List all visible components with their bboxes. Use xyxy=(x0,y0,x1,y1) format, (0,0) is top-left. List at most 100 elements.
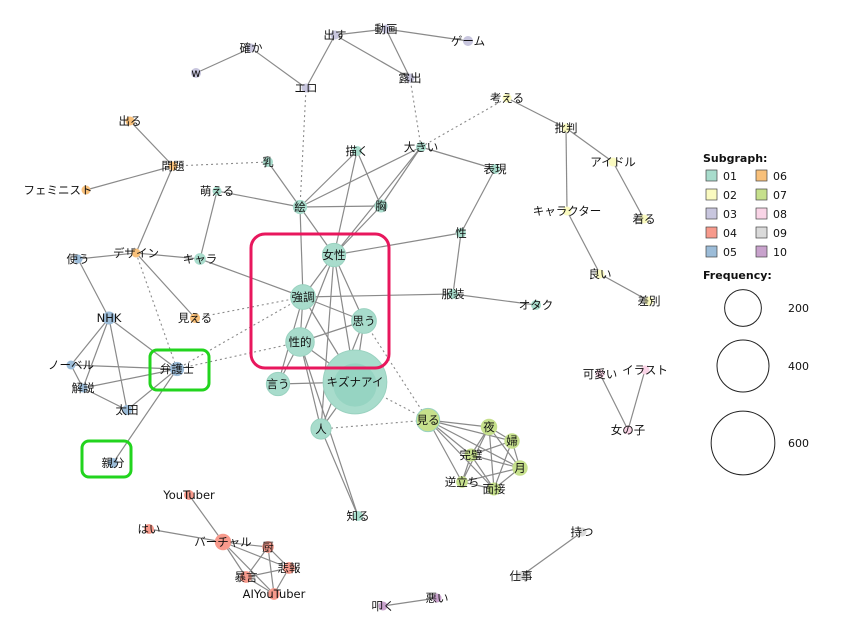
node-label-tataku: 叩く xyxy=(372,599,395,613)
node-onnanoko: 女の子 xyxy=(611,423,646,437)
node-circle-hai xyxy=(143,523,155,535)
legend-label-03: 03 xyxy=(723,208,737,221)
node-label-mondai: 問題 xyxy=(162,159,185,173)
edge-josei-kaku xyxy=(333,150,358,256)
node-circle-yoru xyxy=(480,418,498,436)
node-circle-aiyoutuber xyxy=(268,588,280,600)
node-circle-w xyxy=(190,67,202,79)
edge-tsuki-gyakudachi xyxy=(461,467,521,483)
node-circle-seiteki xyxy=(285,327,315,357)
node-label-sei: 性 xyxy=(455,226,467,240)
edge-okii-hyogen xyxy=(420,146,496,170)
node-circle-miru xyxy=(415,407,441,433)
edge-josei-sei xyxy=(333,232,462,256)
node-kawaii: 可愛い xyxy=(583,367,618,381)
node-game: ゲーム xyxy=(451,34,485,48)
node-label-mensetsu: 面接 xyxy=(483,482,506,496)
edge-yoi-sabetsu xyxy=(599,273,650,302)
node-label-idol: アイドル xyxy=(590,155,635,169)
edge-youtuber-virtual xyxy=(188,494,224,543)
edge-hito-shiru xyxy=(320,428,359,517)
edge-mondai-design xyxy=(135,165,174,254)
edge-kyocho-e xyxy=(299,206,304,298)
node-label-tsukasa: 厨 xyxy=(262,540,274,554)
node-shiru: 知る xyxy=(347,509,370,523)
node-label-okii: 大きい xyxy=(404,140,439,154)
node-circle-tsukasa xyxy=(262,541,274,553)
legend-swatch-06 xyxy=(755,169,768,182)
edge-e-okii xyxy=(299,146,422,208)
legend-label-08: 08 xyxy=(773,208,787,221)
edge-ero-tashika xyxy=(250,47,307,89)
node-tsukau: 使う xyxy=(67,252,90,266)
node-circle-ota xyxy=(121,404,133,416)
legend-freq-label-200: 200 xyxy=(788,302,809,315)
node-label-omou: 思う xyxy=(353,314,376,328)
edge-doga-game xyxy=(385,28,469,42)
node-kizuna: キズナアイ xyxy=(322,349,388,415)
node-circle-sei xyxy=(455,227,467,239)
edge-kyara-moeru xyxy=(199,190,218,260)
node-circle-chichi xyxy=(262,156,274,168)
edge-nhk-ota xyxy=(108,317,128,411)
legend-freq-circle-200 xyxy=(724,289,762,327)
legend-label-10: 10 xyxy=(773,246,787,259)
node-label-seiteki: 性的 xyxy=(289,335,312,349)
node-label-warui: 悪い xyxy=(426,591,449,605)
edge-motsu-shigoto xyxy=(520,531,583,577)
node-label-josei: 女性 xyxy=(323,248,346,262)
node-tsuki: 月 xyxy=(512,460,528,476)
node-circle-roshutsu xyxy=(405,73,415,83)
node-circle-hiho xyxy=(283,562,295,574)
edge-chichi-mondai xyxy=(172,161,269,167)
node-label-sabetsu: 差別 xyxy=(638,294,661,308)
node-idol: アイドル xyxy=(590,155,635,169)
edge-kangaeru-hihan xyxy=(506,97,567,129)
legend-swatch-09 xyxy=(755,226,768,239)
node-bengoshi: 弁護士 xyxy=(160,361,194,377)
edge-miru-tsuma xyxy=(427,419,513,442)
node-virtual: バーチャル xyxy=(194,533,252,551)
edge-fukuso-otaku xyxy=(452,293,537,306)
edge-okii-mune xyxy=(380,146,422,207)
edge-dasu-roshutsu xyxy=(334,34,411,79)
edge-design-mieru xyxy=(135,252,196,319)
node-label-e: 絵 xyxy=(294,200,306,214)
edge-kaisetsu-ota xyxy=(82,387,128,411)
legend-label-09: 09 xyxy=(773,227,787,240)
node-tashika: 確か xyxy=(240,41,263,55)
node-label-character: キャラクター xyxy=(533,204,602,218)
node-label-otaku: オタク xyxy=(519,298,554,312)
edge-dasu-ero xyxy=(305,34,336,89)
edge-e-chichi xyxy=(267,161,301,208)
node-circle-tataku xyxy=(378,601,388,611)
node-label-deru: 出る xyxy=(119,114,142,128)
node-circle-illust xyxy=(640,365,650,375)
edge-hito-miru xyxy=(320,419,429,430)
node-circle-mondai xyxy=(168,161,178,171)
node-label-fukuso: 服装 xyxy=(442,287,465,301)
edge-nhk-nobel xyxy=(70,317,110,366)
node-circle-character xyxy=(562,206,572,216)
node-label-kawaii: 可愛い xyxy=(583,367,618,381)
legend-label-05: 05 xyxy=(723,246,737,259)
node-circle-kyocho xyxy=(290,284,316,310)
highlight-box-bengoshi xyxy=(148,348,211,392)
node-mune: 胸 xyxy=(374,199,388,213)
legend-swatch-05 xyxy=(705,245,718,258)
node-circle-bengoshi xyxy=(169,361,185,377)
node-circle-feminist xyxy=(81,185,91,195)
node-label-hai: はい xyxy=(138,522,161,536)
legend-swatch-02 xyxy=(705,188,718,201)
node-label-oyabun: 親分 xyxy=(102,456,125,470)
node-hiho: 悲報 xyxy=(278,561,301,575)
legend-swatch-10 xyxy=(755,245,768,258)
node-label-aiyoutuber: AIYouTuber xyxy=(243,587,306,601)
node-kanpeki: 完璧 xyxy=(460,448,483,462)
edge-virtual-hiho xyxy=(222,541,290,569)
node-label-roshutsu: 露出 xyxy=(399,71,422,85)
node-label-tsukau: 使う xyxy=(67,252,90,266)
edge-kyocho-mieru xyxy=(194,296,304,319)
node-circle-nhk xyxy=(102,311,116,325)
